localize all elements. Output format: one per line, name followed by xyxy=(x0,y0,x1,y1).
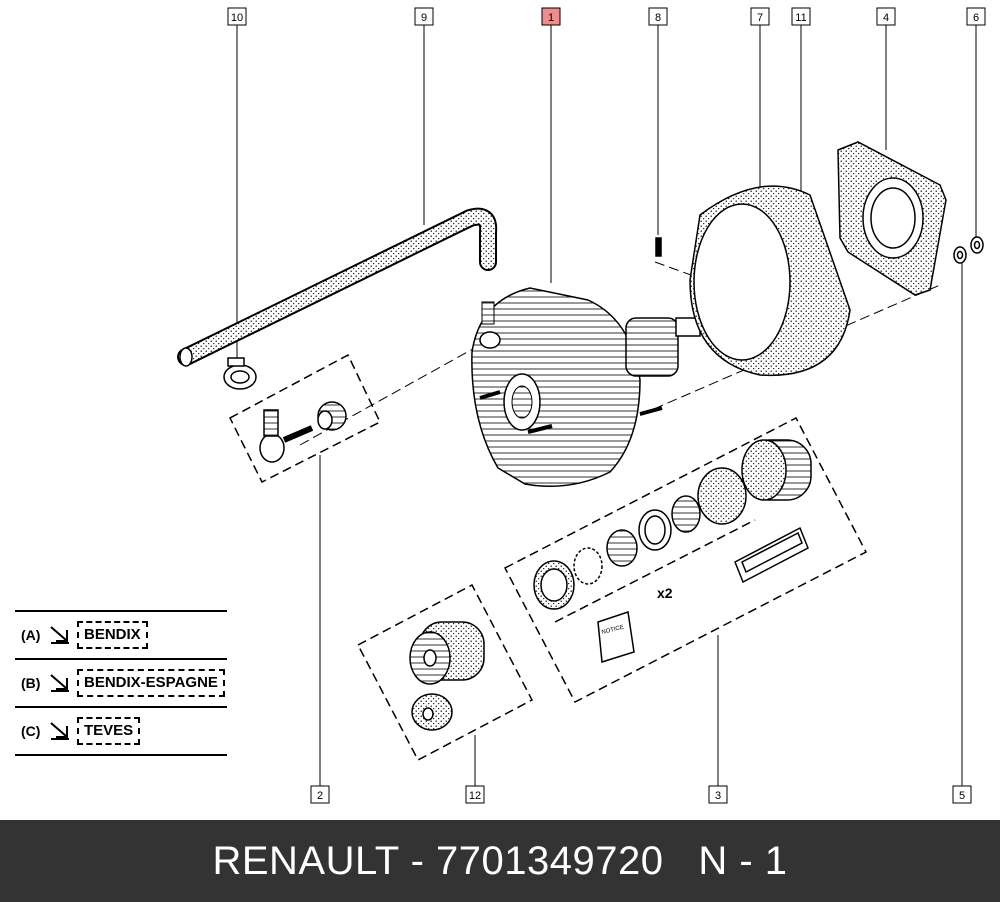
check-valve-kit-part-2 xyxy=(229,353,381,484)
callout-8: 8 xyxy=(648,7,668,26)
part-number-footer: RENAULT - 7701349720 N - 1 xyxy=(0,820,1000,902)
legend-code: (C) xyxy=(21,723,41,739)
seal-kit-part-12 xyxy=(356,583,534,762)
manufacturer-legend: (A) BENDIX (B) BENDIX-ESPAGNE (C) TEVES xyxy=(15,610,227,756)
callout-5: 5 xyxy=(952,785,972,804)
svg-text:4: 4 xyxy=(883,12,889,24)
arrow-down-right-icon xyxy=(50,626,69,644)
callout-10: 10 xyxy=(227,7,247,26)
vacuum-hose-part-9 xyxy=(177,207,498,367)
svg-text:1: 1 xyxy=(548,12,554,24)
svg-text:11: 11 xyxy=(795,12,806,24)
svg-text:6: 6 xyxy=(973,12,979,24)
part-number-text: RENAULT - 7701349720 N - 1 xyxy=(212,838,788,883)
legend-manufacturer: TEVES xyxy=(77,717,141,745)
washer-part-5 xyxy=(953,246,967,264)
arrow-down-right-icon xyxy=(50,722,69,740)
hose-clamp-part-10 xyxy=(223,357,257,390)
repair-kit-part-3: NOTICE x2 xyxy=(503,416,868,704)
sleeve-part-11 xyxy=(689,185,851,377)
svg-text:10: 10 xyxy=(231,12,243,24)
svg-text:5: 5 xyxy=(959,790,965,802)
svg-text:9: 9 xyxy=(421,12,427,24)
gasket-part-4 xyxy=(837,141,947,296)
svg-text:2: 2 xyxy=(317,790,323,802)
callout-7: 7 xyxy=(750,7,770,26)
legend-code: (B) xyxy=(21,675,41,691)
svg-text:3: 3 xyxy=(715,790,721,802)
svg-text:7: 7 xyxy=(757,12,763,24)
callout-1-highlighted: 1 xyxy=(541,7,561,26)
legend-code: (A) xyxy=(21,627,41,643)
callout-11: 11 xyxy=(791,7,811,26)
nut-part-6 xyxy=(970,236,984,254)
legend-manufacturer: BENDIX xyxy=(77,621,148,649)
exploded-parts-diagram: NOTICE x2 10 9 1 8 7 11 4 6 2 12 xyxy=(177,7,986,804)
callout-9: 9 xyxy=(414,7,434,26)
legend-row-c: (C) TEVES xyxy=(15,706,227,756)
callout-12: 12 xyxy=(465,785,485,804)
booklet-label: NOTICE xyxy=(601,625,624,636)
callout-3: 3 xyxy=(708,785,728,804)
callout-2: 2 xyxy=(310,785,330,804)
legend-row-a: (A) BENDIX xyxy=(15,610,227,658)
arrow-down-right-icon xyxy=(50,674,69,692)
callout-4: 4 xyxy=(876,7,896,26)
svg-text:8: 8 xyxy=(655,12,661,24)
legend-row-b: (B) BENDIX-ESPAGNE xyxy=(15,658,227,706)
svg-text:12: 12 xyxy=(469,790,481,802)
kit-quantity-label: x2 xyxy=(657,585,673,601)
callout-6: 6 xyxy=(966,7,986,26)
legend-manufacturer: BENDIX-ESPAGNE xyxy=(77,669,225,697)
